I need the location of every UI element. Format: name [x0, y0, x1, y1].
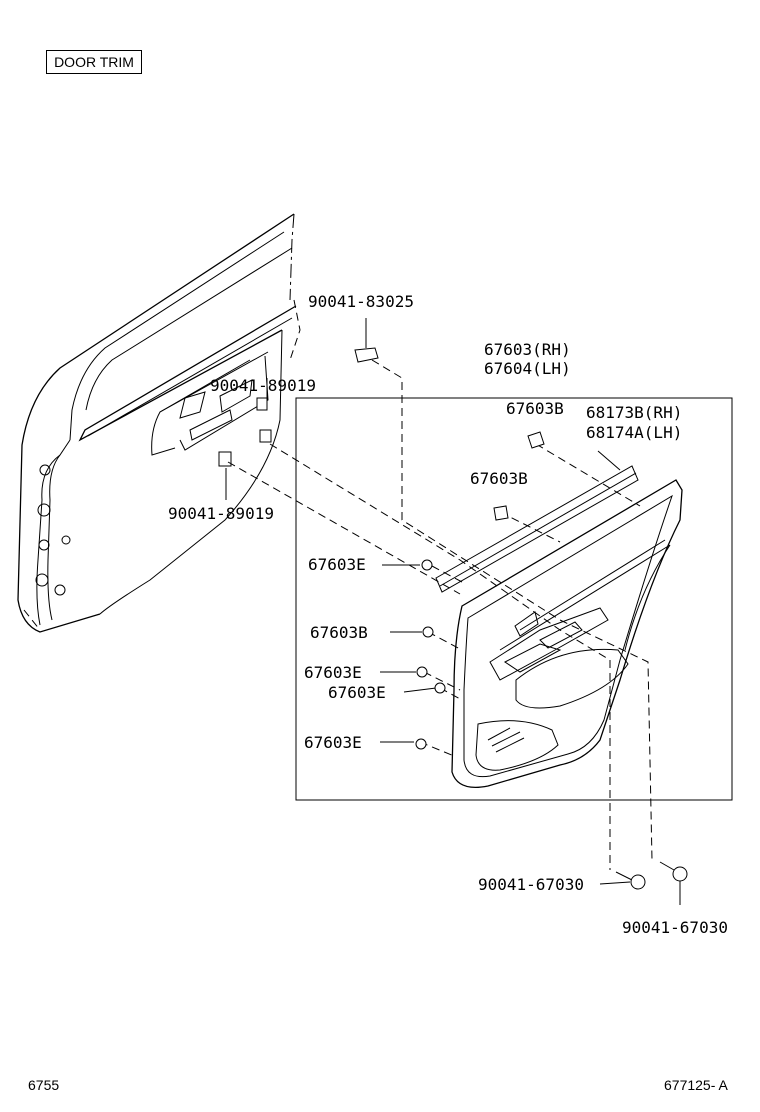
clip-67603e-3 [434, 682, 446, 694]
label-68174a-lh: 68174A(LH) [586, 423, 682, 442]
clip-67603b-3 [422, 626, 434, 638]
label-90041-83025: 90041-83025 [308, 292, 414, 311]
label-67603e-4: 67603E [304, 733, 362, 752]
label-67604-lh: 67604(LH) [484, 359, 571, 378]
door-body-illustration [17, 213, 301, 633]
diagram-title: DOOR TRIM [46, 50, 142, 74]
label-67603b-1: 67603B [506, 399, 564, 418]
fasteners [354, 347, 688, 890]
label-67603e-2: 67603E [304, 663, 362, 682]
label-68173b-rh: 68173B(RH) [586, 403, 682, 422]
label-90041-67030-a: 90041-67030 [478, 875, 584, 894]
label-90041-89019-top: 90041-89019 [210, 376, 316, 395]
door-trim-board [451, 479, 683, 789]
page-code: 6755 [28, 1077, 60, 1093]
clip-67603b-top [527, 431, 545, 449]
label-90041-67030-b: 90041-67030 [622, 918, 728, 937]
screw-90041-67030-a [615, 871, 646, 890]
clip-67603e-4 [415, 738, 427, 750]
figure-code: 677125- A [664, 1077, 728, 1093]
label-67603b-2: 67603B [470, 469, 528, 488]
trim-assembly-frame [295, 397, 733, 801]
leader-lines [227, 359, 653, 870]
label-67603-rh: 67603(RH) [484, 340, 571, 359]
label-67603b-3: 67603B [310, 623, 368, 642]
screw-90041-67030-b [659, 861, 688, 882]
clip-90041-83025 [354, 347, 379, 363]
solid-leaders [225, 318, 681, 905]
label-90041-89019-bottom: 90041-89019 [168, 504, 274, 523]
label-67603e-1: 67603E [308, 555, 366, 574]
inner-weatherstrip [435, 465, 639, 593]
clip-67603b-mid [493, 505, 509, 521]
clip-67603e-1 [421, 559, 433, 571]
clip-67603e-2 [416, 666, 428, 678]
label-67603e-3: 67603E [328, 683, 386, 702]
